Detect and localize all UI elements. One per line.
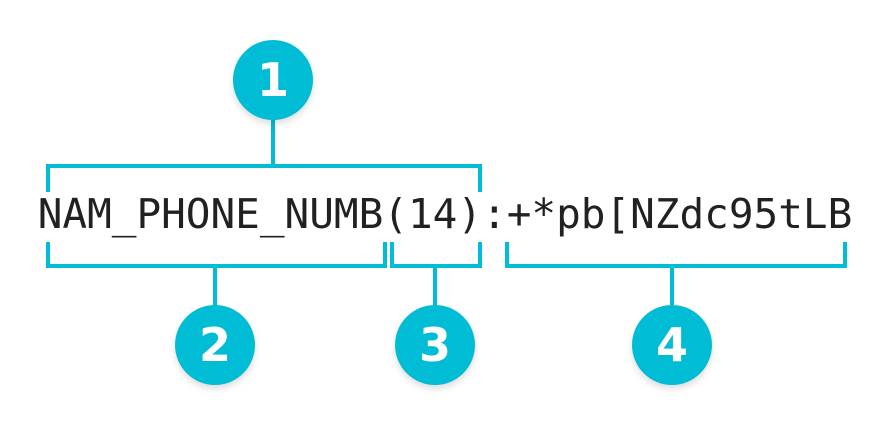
bracket-3-leader-line (433, 264, 437, 310)
bracket-4-left-stem (505, 242, 509, 266)
bracket-4-leader-line (670, 264, 674, 310)
annotation-badge-4[interactable]: 4 (632, 305, 712, 385)
bracket-2-leader-line (213, 264, 217, 310)
bracket-2-right-stem (383, 242, 387, 266)
bracket-1-horizontal (46, 164, 482, 168)
annotation-badge-3[interactable]: 3 (395, 305, 475, 385)
annotation-badge-2[interactable]: 2 (175, 305, 255, 385)
bracket-4-horizontal (505, 264, 847, 268)
bracket-4-right-stem (843, 242, 847, 266)
bracket-2-left-stem (46, 242, 50, 266)
bracket-1-leader-line (271, 118, 275, 166)
bracket-3-left-stem (390, 242, 394, 266)
bracket-1-right-stem (478, 164, 482, 192)
bracket-3-right-stem (478, 242, 482, 266)
bracket-1-left-stem (46, 164, 50, 192)
annotated-code-string: NAM_PHONE_NUMB(14):+*pb[NZdc95tLB (37, 190, 853, 238)
annotation-badge-1[interactable]: 1 (233, 40, 313, 120)
